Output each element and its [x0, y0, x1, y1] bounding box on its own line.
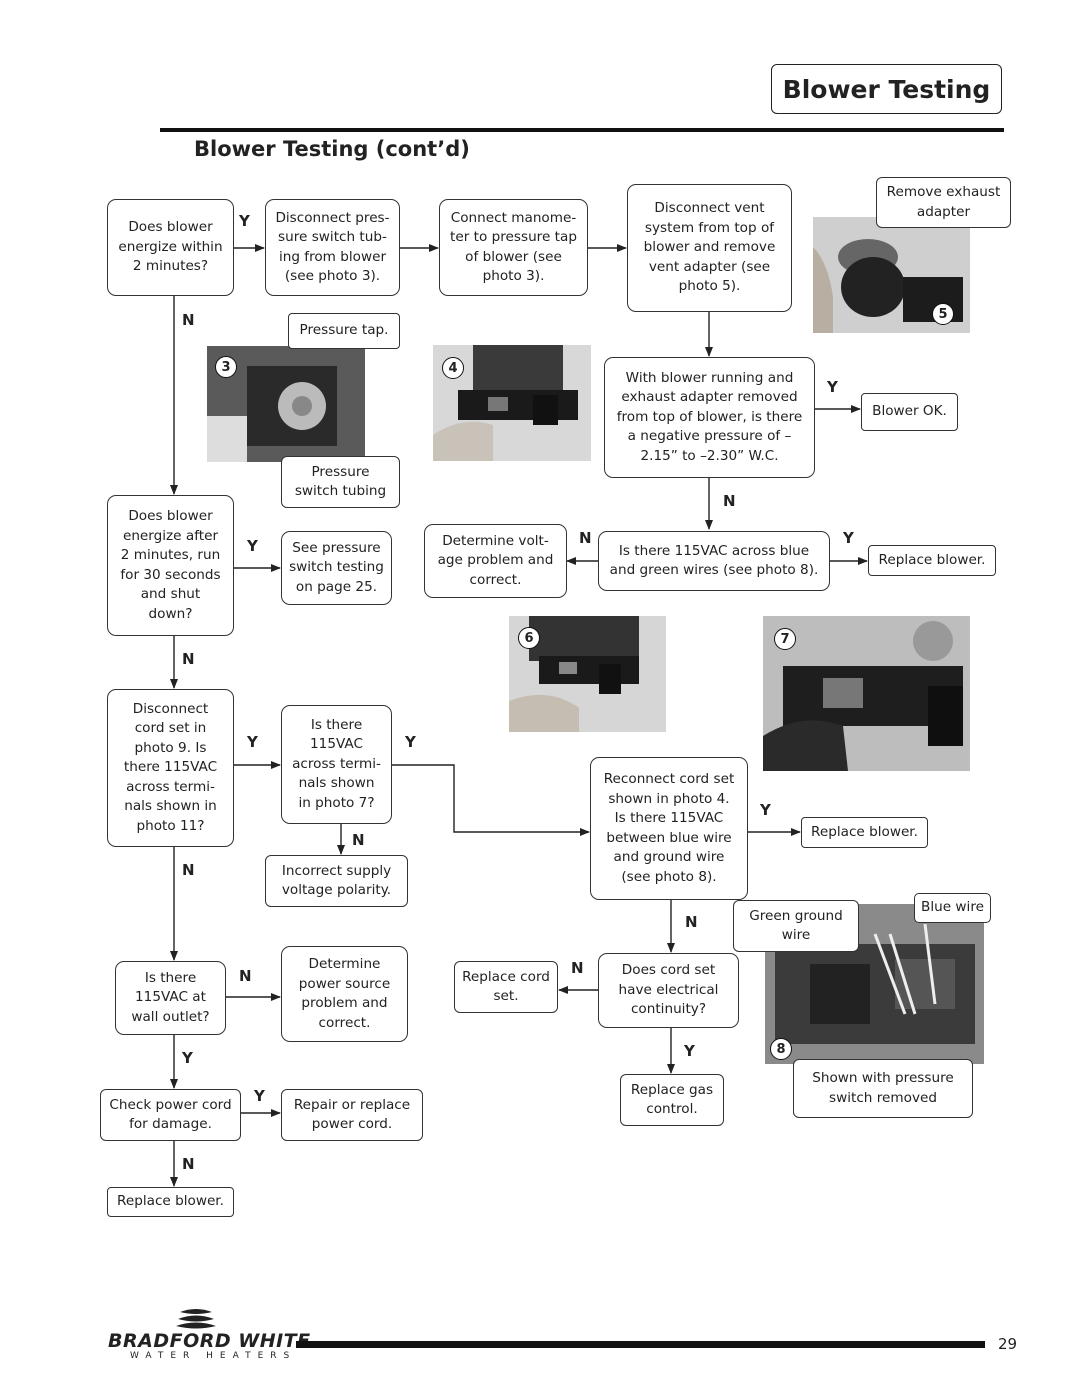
q-energize-after-2min: Does blower energize after 2 minutes, ru…: [107, 495, 234, 636]
photo-7-image: [763, 616, 970, 771]
branch-n: N: [182, 1155, 195, 1173]
photo-8: 8: [765, 904, 984, 1064]
branch-n: N: [723, 492, 736, 510]
branch-n: N: [182, 311, 195, 329]
callout-blue-wire: Blue wire: [914, 893, 991, 923]
photo-8-image: [765, 904, 984, 1064]
action-determine-voltage: Determine volt- age problem and correct.: [424, 524, 567, 598]
result-replace-blower-2: Replace blower.: [801, 817, 928, 848]
step-disconnect-tubing: Disconnect pres- sure switch tub- ing fr…: [265, 199, 400, 296]
action-determine-power: Determine power source problem and corre…: [281, 946, 408, 1042]
branch-n: N: [571, 959, 584, 977]
q-disconnect-cord-set: Disconnect cord set in photo 9. Is there…: [107, 689, 234, 847]
branch-y: Y: [182, 1049, 193, 1067]
branch-n: N: [579, 529, 592, 547]
photo-6: 6: [509, 616, 666, 732]
branch-y: Y: [760, 801, 771, 819]
photo-3-number: 3: [215, 356, 237, 378]
callout-green-ground: Green ground wire: [733, 900, 859, 952]
page-title: Blower Testing: [771, 64, 1002, 114]
callout-remove-exhaust: Remove exhaust adapter: [876, 177, 1011, 228]
photo-6-number: 6: [518, 627, 540, 649]
ref-pressure-switch-testing: See pressure switch testing on page 25.: [281, 531, 392, 605]
q-blower-energize-2min: Does blower energize within 2 minutes?: [107, 199, 234, 296]
q-115vac-blue-green: Is there 115VAC across blue and green wi…: [598, 531, 830, 591]
step-check-power-cord: Check power cord for damage.: [100, 1089, 241, 1141]
brand-name: BRADFORD WHITE: [108, 1330, 311, 1352]
action-repair-cord: Repair or replace power cord.: [281, 1089, 423, 1141]
q-reconnect-cord-set: Reconnect cord set shown in photo 4. Is …: [590, 757, 748, 900]
result-replace-blower-3: Replace blower.: [107, 1187, 234, 1217]
q-115vac-photo7: Is there 115VAC across termi- nals shown…: [281, 705, 392, 824]
branch-y: Y: [684, 1042, 695, 1060]
step-disconnect-vent: Disconnect vent system from top of blowe…: [627, 184, 792, 312]
callout-pressure-tubing: Pressure switch tubing: [281, 456, 400, 508]
result-incorrect-polarity: Incorrect supply voltage polarity.: [265, 855, 408, 907]
branch-n: N: [352, 831, 365, 849]
photo-8-number: 8: [770, 1038, 792, 1060]
q-115vac-wall-outlet: Is there 115VAC at wall outlet?: [115, 961, 226, 1035]
photo-5-number: 5: [932, 303, 954, 325]
photo-4: 4: [433, 345, 591, 461]
branch-y: Y: [247, 733, 258, 751]
photo-3: 3: [207, 346, 365, 462]
photo-4-number: 4: [442, 357, 464, 379]
branch-y: Y: [843, 529, 854, 547]
photo-7-number: 7: [774, 628, 796, 650]
bradford-white-logo-icon: [176, 1309, 216, 1329]
result-replace-gas-control: Replace gas control.: [620, 1074, 724, 1126]
result-blower-ok: Blower OK.: [861, 393, 958, 431]
branch-y: Y: [247, 537, 258, 555]
branch-y: Y: [239, 212, 250, 230]
branch-n: N: [239, 967, 252, 985]
callout-pressure-tap: Pressure tap.: [288, 313, 400, 349]
photo-7: 7: [763, 616, 970, 771]
q-negative-pressure: With blower running and exhaust adapter …: [604, 357, 815, 478]
branch-n: N: [182, 861, 195, 879]
callout-shown-pressure-removed: Shown with pressure switch removed: [793, 1059, 973, 1118]
branch-n: N: [685, 913, 698, 931]
branch-y: Y: [254, 1087, 265, 1105]
photo-5: 5: [813, 217, 970, 333]
photo-4-image: [433, 345, 591, 461]
page-number: 29: [998, 1335, 1018, 1353]
q-cord-continuity: Does cord set have electrical continuity…: [598, 953, 739, 1028]
branch-y: Y: [405, 733, 416, 751]
branch-n: N: [182, 650, 195, 668]
result-replace-cord-set: Replace cord set.: [454, 961, 558, 1013]
brand-tagline: WATER HEATERS: [130, 1351, 297, 1361]
section-subtitle: Blower Testing (cont’d): [194, 137, 470, 161]
footer-rule: [296, 1341, 985, 1348]
branch-y: Y: [827, 378, 838, 396]
result-replace-blower-1: Replace blower.: [868, 545, 996, 576]
step-connect-manometer: Connect manome- ter to pressure tap of b…: [439, 199, 588, 296]
header-rule: [160, 128, 1004, 132]
